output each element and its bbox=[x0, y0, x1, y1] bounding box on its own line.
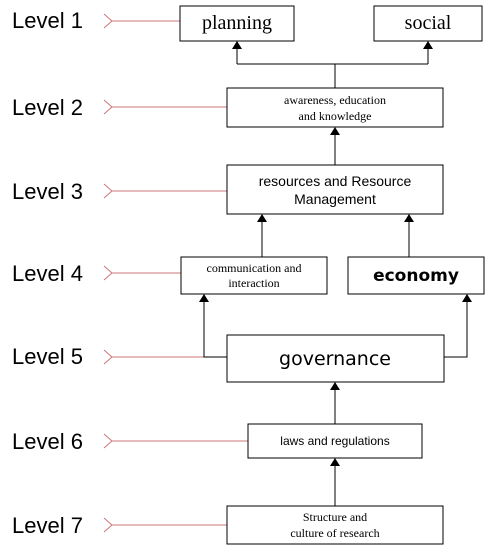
arrowhead-communication bbox=[199, 294, 209, 302]
node-research-line-2: culture of research bbox=[290, 526, 379, 540]
node-awareness-line-1: awareness, education bbox=[284, 93, 386, 107]
arrowhead-social bbox=[423, 41, 433, 49]
level-5-label: Level 5 bbox=[12, 344, 83, 369]
level-4-connector bbox=[103, 265, 181, 281]
arrowhead-governance bbox=[330, 382, 340, 390]
level-3-connector bbox=[103, 183, 227, 199]
node-governance: governance bbox=[226, 334, 445, 383]
node-laws-text: laws and regulations bbox=[280, 434, 389, 448]
node-resources-line-2: Management bbox=[294, 191, 376, 207]
arrowhead-planning bbox=[232, 41, 242, 49]
node-economy: economy bbox=[347, 256, 485, 295]
level-3-label: Level 3 bbox=[12, 179, 83, 204]
level-4-label: Level 4 bbox=[12, 261, 83, 286]
node-planning: planning bbox=[179, 5, 295, 42]
node-communication-line-1: communication and bbox=[207, 261, 302, 275]
node-social: social bbox=[373, 5, 483, 42]
level-6-connector bbox=[103, 433, 248, 449]
level-7-connector bbox=[103, 517, 227, 533]
node-social-text: social bbox=[405, 12, 452, 34]
node-research-line-1: Structure and bbox=[303, 510, 367, 524]
node-awareness-line-2: and knowledge bbox=[299, 109, 372, 123]
level-1-label: Level 1 bbox=[12, 8, 83, 33]
level-6-label: Level 6 bbox=[12, 429, 83, 454]
level-2-label: Level 2 bbox=[12, 95, 83, 120]
edges bbox=[199, 41, 472, 506]
level-7-label: Level 7 bbox=[12, 513, 83, 538]
node-governance-text: governance bbox=[279, 348, 391, 370]
node-communication: communication and interaction bbox=[180, 256, 328, 295]
node-resources-line-1: resources and Resource bbox=[259, 173, 412, 189]
node-communication-line-2: interaction bbox=[228, 276, 279, 290]
edge-governance-to-communication bbox=[203, 301, 227, 358]
node-economy-text: economy bbox=[373, 266, 459, 286]
arrowhead-resources-left bbox=[257, 214, 267, 222]
node-awareness: awareness, education and knowledge bbox=[226, 87, 444, 128]
node-resources: resources and Resource Management bbox=[226, 164, 444, 215]
edge-governance-to-economy bbox=[444, 301, 468, 358]
edge-awareness-to-level1 bbox=[236, 48, 429, 88]
node-planning-text: planning bbox=[202, 12, 272, 34]
arrowhead-awareness bbox=[330, 127, 340, 135]
arrowhead-resources-right bbox=[404, 214, 414, 222]
arrowhead-laws bbox=[330, 458, 340, 466]
level-connectors bbox=[103, 13, 248, 533]
node-research: Structure and culture of research bbox=[226, 505, 444, 545]
level-2-connector bbox=[103, 99, 227, 115]
node-laws: laws and regulations bbox=[247, 423, 423, 459]
level-1-connector bbox=[103, 13, 180, 29]
arrowhead-economy bbox=[462, 294, 472, 302]
